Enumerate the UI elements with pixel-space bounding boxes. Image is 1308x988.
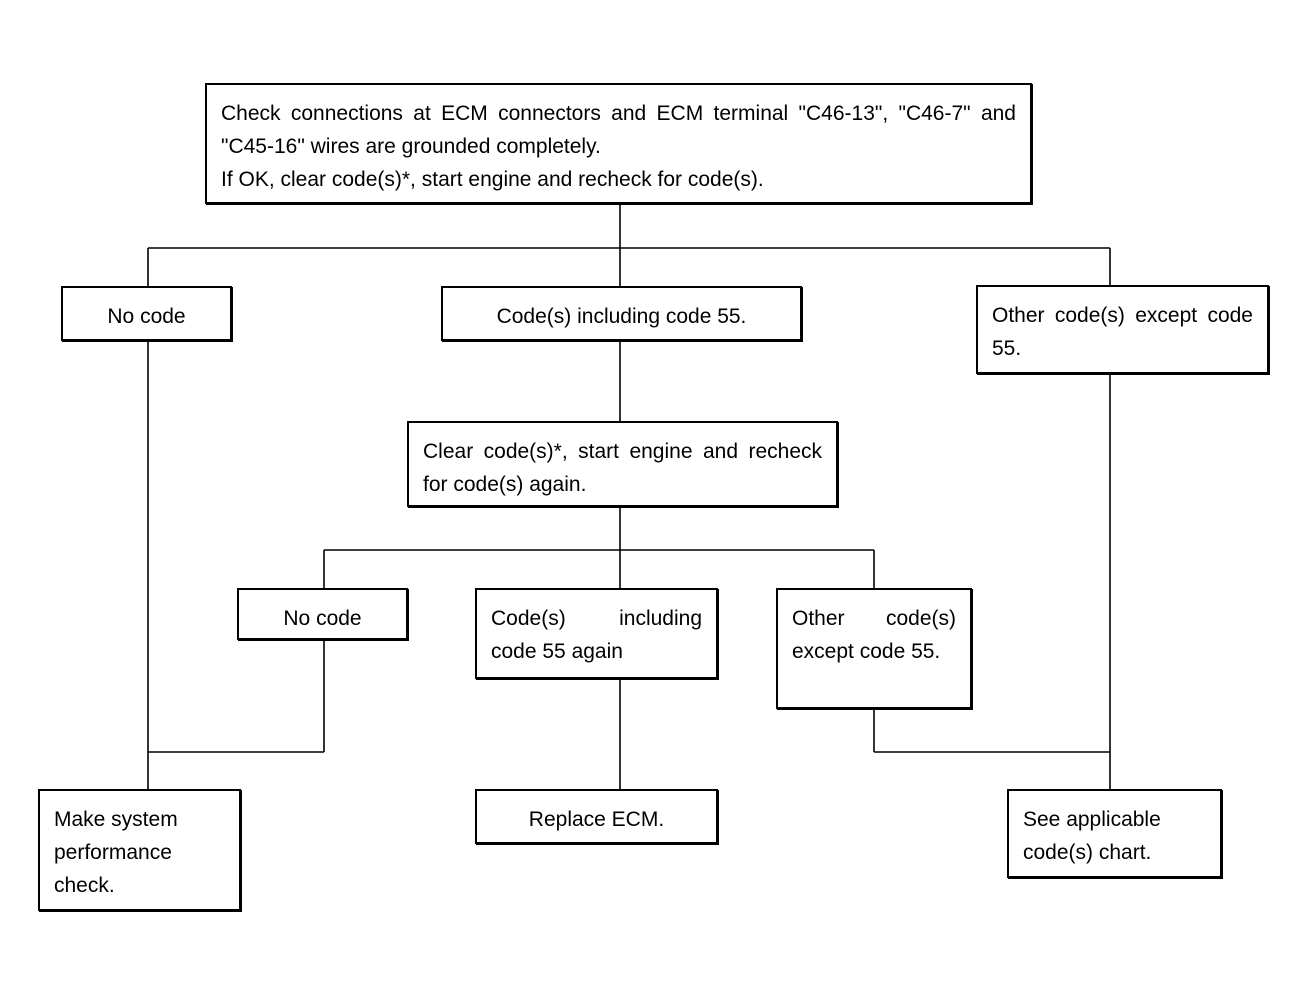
- box-recheck-again: Clear code(s)*, start engine and recheck…: [407, 421, 838, 507]
- box-other-codes: Other code(s) except code 55.: [976, 285, 1269, 374]
- box-check-connections: Check connections at ECM connectors and …: [205, 83, 1032, 204]
- box-replace-ecm: Replace ECM.: [475, 789, 718, 844]
- box-sub-code-55: Code(s) including code 55 again: [475, 588, 718, 679]
- box-sub-no-code: No code: [237, 588, 408, 640]
- box-no-code: No code: [61, 286, 232, 341]
- box-sub-other-codes: Other code(s) except code 55.: [776, 588, 972, 709]
- box-code-55: Code(s) including code 55.: [441, 286, 802, 341]
- box-see-chart: See applicable code(s) chart.: [1007, 789, 1222, 878]
- box-performance-check: Make system performance check.: [38, 789, 241, 911]
